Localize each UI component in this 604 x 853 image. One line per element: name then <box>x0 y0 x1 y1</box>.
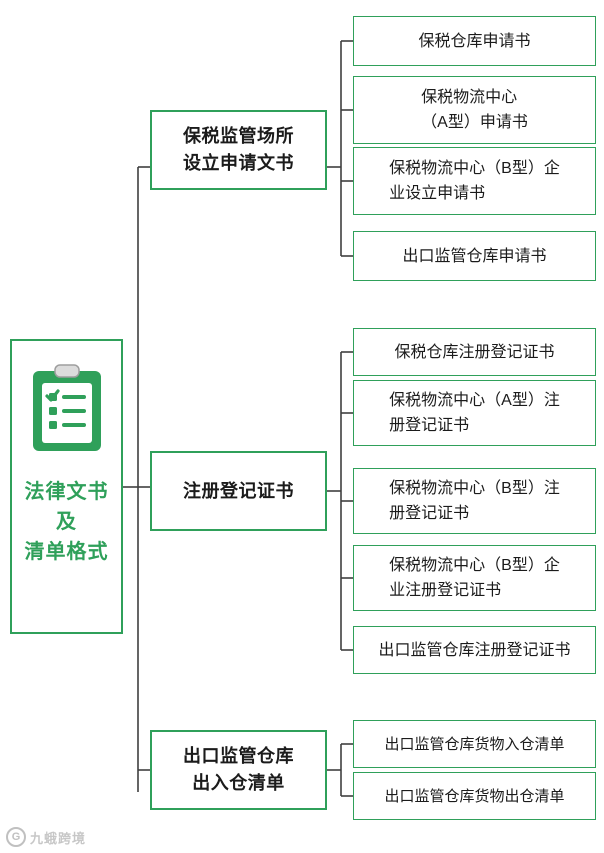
watermark-logo-icon: G <box>6 827 26 847</box>
leaf-node-b1-c2[interactable]: 保税物流中心 （A型）申请书 <box>353 76 596 144</box>
leaf-node-b3-c1[interactable]: 出口监管仓库货物入仓清单 <box>353 720 596 768</box>
leaf-b2-c1-line-1: 保税仓库注册登记证书 <box>394 343 555 361</box>
leaf-node-b1-c4[interactable]: 出口监管仓库申请书 <box>353 231 596 281</box>
clipboard-checklist-icon <box>29 363 105 455</box>
leaf-b2-c2-line-2: 册登记证书 <box>389 417 470 434</box>
leaf-node-b2-c2[interactable]: 保税物流中心（A型）注 册登记证书 <box>353 380 596 446</box>
branch-node-3[interactable]: 出口监管仓库 出入仓清单 <box>150 730 327 810</box>
leaf-b2-c4-line-1: 保税物流中心（B型）企 <box>389 557 560 574</box>
leaf-b1-c3-line-2: 业设立申请书 <box>389 185 486 202</box>
leaf-b1-c1-line-1: 保税仓库申请书 <box>418 32 531 50</box>
root-label-line-2: 及 <box>56 511 77 533</box>
leaf-b1-c3-line-1: 保税物流中心（B型）企 <box>389 160 560 177</box>
leaf-b3-c1-line-1: 出口监管仓库货物入仓清单 <box>384 735 565 753</box>
leaf-b2-c4-line-2: 业注册登记证书 <box>389 582 502 599</box>
branch-2-label-line-1: 注册登记证书 <box>183 480 294 501</box>
leaf-b2-c3-line-2: 册登记证书 <box>389 505 470 522</box>
branch-1-label-line-2: 设立申请文书 <box>183 153 294 173</box>
branch-node-2[interactable]: 注册登记证书 <box>150 451 327 531</box>
leaf-node-b2-c1[interactable]: 保税仓库注册登记证书 <box>353 328 596 376</box>
root-label-line-1: 法律文书 <box>24 481 109 503</box>
leaf-b1-c4-line-1: 出口监管仓库申请书 <box>402 247 547 265</box>
branch-3-label-line-1: 出口监管仓库 <box>183 746 294 766</box>
branch-3-label-line-2: 出入仓清单 <box>192 773 285 793</box>
leaf-node-b1-c3[interactable]: 保税物流中心（B型）企 业设立申请书 <box>353 147 596 215</box>
leaf-b1-c2-line-1: 保税物流中心 <box>421 89 518 106</box>
leaf-node-b1-c1[interactable]: 保税仓库申请书 <box>353 16 596 66</box>
leaf-b3-c2-line-1: 出口监管仓库货物出仓清单 <box>384 787 565 805</box>
leaf-b1-c2-line-2: （A型）申请书 <box>421 114 528 131</box>
root-label: 法律文书 及 清单格式 <box>25 477 109 567</box>
branch-node-1[interactable]: 保税监管场所 设立申请文书 <box>150 110 327 190</box>
root-label-line-3: 清单格式 <box>24 541 109 563</box>
root-node[interactable]: 法律文书 及 清单格式 <box>10 339 123 634</box>
leaf-node-b3-c2[interactable]: 出口监管仓库货物出仓清单 <box>353 772 596 820</box>
branch-1-label-line-1: 保税监管场所 <box>183 126 294 146</box>
leaf-node-b2-c4[interactable]: 保税物流中心（B型）企 业注册登记证书 <box>353 545 596 611</box>
leaf-b2-c3-line-1: 保税物流中心（B型）注 <box>389 480 560 497</box>
watermark-text: 九蛾跨境 <box>30 830 87 846</box>
watermark: G 九蛾跨境 <box>6 827 86 847</box>
leaf-node-b2-c5[interactable]: 出口监管仓库注册登记证书 <box>353 626 596 674</box>
leaf-node-b2-c3[interactable]: 保税物流中心（B型）注 册登记证书 <box>353 468 596 534</box>
leaf-b2-c5-line-1: 出口监管仓库注册登记证书 <box>378 641 571 659</box>
leaf-b2-c2-line-1: 保税物流中心（A型）注 <box>389 392 560 409</box>
